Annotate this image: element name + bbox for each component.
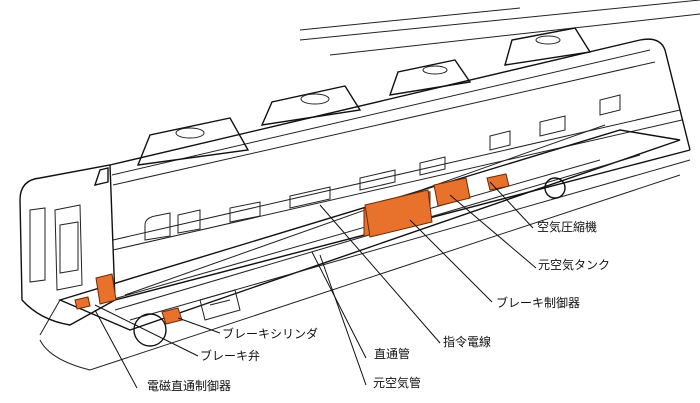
electromagnetic-controller-component — [95, 273, 117, 305]
label-main-air-pipe: 元空気管 — [373, 376, 422, 390]
main-air-tank-component — [433, 177, 471, 207]
wheel — [544, 177, 566, 199]
air-compressor-component — [486, 173, 510, 191]
bogie — [199, 289, 241, 321]
wheel — [133, 313, 167, 347]
leader-lines — [94, 181, 537, 389]
label-main-air-tank: 元空気タンク — [538, 258, 611, 272]
label-brake-controller: ブレーキ制御器 — [496, 296, 581, 310]
label-straight-air-pipe: 直通管 — [374, 347, 411, 361]
label-air-compressor: 空気圧縮機 — [537, 220, 598, 234]
overhead-wires — [299, 0, 700, 56]
label-brake-valve: ブレーキ弁 — [200, 349, 261, 363]
underframe — [39, 124, 691, 371]
label-command-wire: 指令電線 — [443, 335, 492, 349]
brake-valve-component — [74, 296, 91, 310]
side-windows — [144, 94, 621, 241]
car-body — [19, 27, 691, 326]
brake-controller-body — [364, 189, 433, 238]
label-brake-cylinder: ブレーキシリンダ — [222, 327, 319, 341]
roof-vents — [136, 27, 592, 166]
label-electromagnetic-straight-controller: 電磁直通制御器 — [147, 379, 232, 393]
brake-cylinder-component — [161, 307, 183, 325]
horn — [93, 167, 109, 186]
